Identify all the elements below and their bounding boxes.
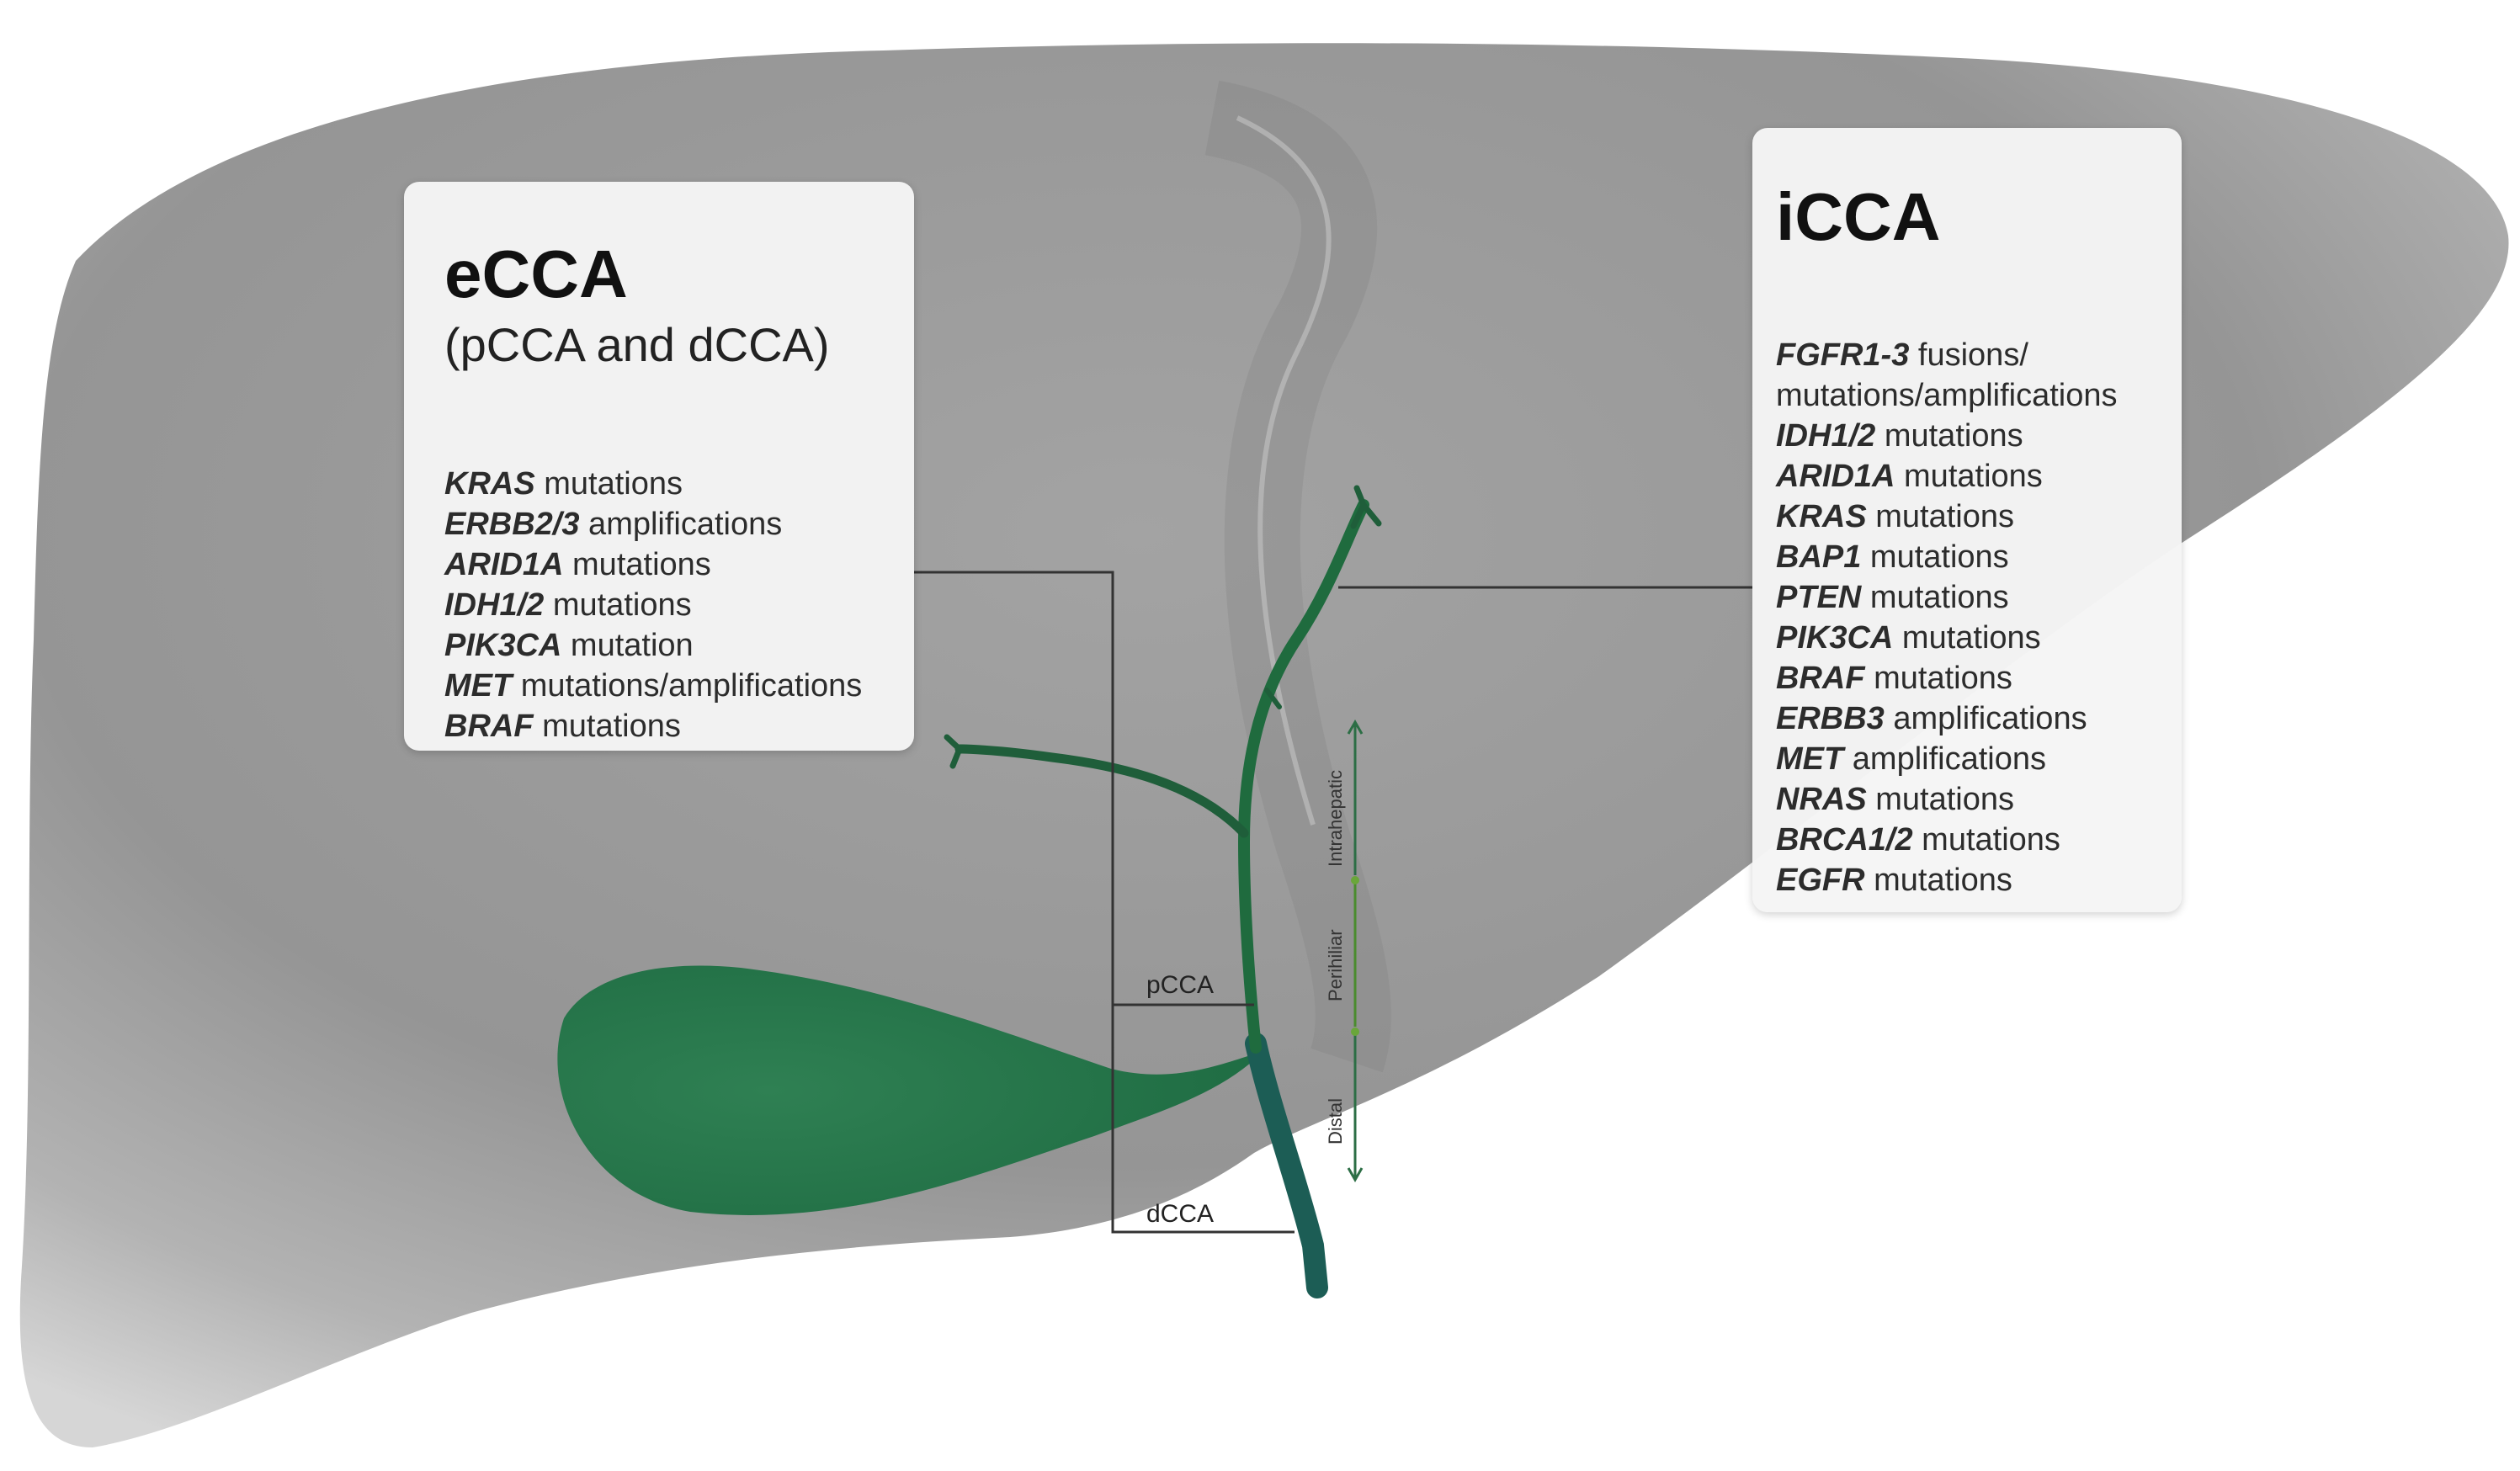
ecca-alteration-item: ARID1A mutations: [444, 544, 897, 585]
distal-label: Distal: [1325, 1098, 1346, 1144]
lobe-fissure-line: [1236, 115, 1332, 826]
alteration-type: mutations: [563, 547, 711, 583]
icca-alteration-item: BRAF mutations: [1776, 658, 2173, 698]
alteration-type: mutations: [1912, 822, 2060, 858]
pcca-label: pCCA: [1146, 971, 1214, 999]
region-divider-2: [1351, 1028, 1359, 1036]
ecca-alteration-item: IDH1/2 mutations: [444, 585, 897, 625]
hepatic-duct-left-branch: [954, 744, 1249, 838]
gene-name: EGFR: [1776, 863, 1865, 898]
icca-alteration-item: ARID1A mutations: [1776, 456, 2173, 497]
ecca-alteration-item: MET mutations/amplifications: [444, 666, 897, 706]
alteration-type: mutations: [534, 466, 683, 502]
icca-alteration-item: IDH1/2 mutations: [1776, 416, 2173, 456]
gene-name: ERBB3: [1776, 701, 1885, 736]
alteration-type: fusions/: [1909, 337, 2028, 373]
dcca-label: dCCA: [1146, 1200, 1214, 1228]
icca-alteration-item: PTEN mutations: [1776, 577, 2173, 618]
right-branch-tip: [1350, 485, 1382, 529]
icca-alteration-item: EGFR mutations: [1776, 860, 2173, 900]
gallbladder: [557, 965, 1263, 1215]
alteration-type: mutations: [1861, 580, 2009, 615]
gene-name: IDH1/2: [444, 587, 545, 624]
alteration-type: mutations: [1895, 459, 2043, 494]
alteration-type: mutations: [1866, 782, 2014, 817]
icca-alteration-item: BAP1 mutations: [1776, 537, 2173, 577]
icca-alteration-item: PIK3CA mutations: [1776, 618, 2173, 658]
ecca-leader-line: [914, 571, 1254, 1006]
region-divider-1: [1351, 876, 1359, 884]
hepatic-duct-main: [1237, 499, 1369, 1054]
common-bile-duct: [1245, 1033, 1328, 1298]
alteration-type: mutations: [544, 587, 692, 624]
alteration-type: amplifications: [1884, 701, 2087, 736]
gene-name: IDH1/2: [1776, 418, 1876, 454]
gene-name: KRAS: [1776, 499, 1867, 534]
left-branch-tip: [944, 734, 963, 769]
gene-name: BRAF: [444, 709, 534, 745]
alteration-type: mutation: [561, 628, 694, 664]
ecca-title: eCCA: [444, 236, 628, 311]
alteration-type: mutations: [1864, 863, 2012, 898]
icca-alteration-list: FGFR1-3 fusions/mutations/amplifications…: [1776, 335, 2173, 900]
region-arrow-bottom: [1347, 1167, 1364, 1183]
icca-info-panel: iCCA FGFR1-3 fusions/mutations/amplifica…: [1752, 128, 2182, 912]
gene-name: KRAS: [444, 466, 535, 502]
region-arrow-top: [1347, 719, 1364, 735]
gene-name: NRAS: [1776, 782, 1867, 817]
alteration-type: amplifications: [1843, 741, 2046, 777]
alteration-type: mutations: [1866, 499, 2014, 534]
gene-name: BAP1: [1776, 539, 1862, 575]
alteration-type: mutations: [1875, 418, 2023, 454]
gene-name: ARID1A: [444, 547, 564, 583]
icca-alteration-item: BRCA1/2 mutations: [1776, 820, 2173, 860]
icca-alteration-item: KRAS mutations: [1776, 497, 2173, 537]
icca-alteration-item: mutations/amplifications: [1776, 375, 2173, 416]
alteration-type: mutations: [1893, 620, 2041, 656]
gene-name: ERBB2/3: [444, 507, 580, 543]
alteration-type: mutations: [533, 709, 681, 745]
icca-alteration-item: NRAS mutations: [1776, 779, 2173, 820]
ecca-alteration-item: KRAS mutations: [444, 464, 897, 504]
ecca-alteration-item: ERBB2/3 amplifications: [444, 504, 897, 544]
alteration-type: amplifications: [579, 507, 783, 543]
dcca-leader-line: [1111, 1005, 1295, 1234]
gene-name: MET: [1776, 741, 1844, 777]
alteration-type: mutations/amplifications: [1776, 378, 2118, 413]
ecca-subtitle: (pCCA and dCCA): [444, 318, 830, 371]
alteration-type: mutations: [1861, 539, 2009, 575]
gene-name: PIK3CA: [444, 628, 562, 664]
gene-name: BRCA1/2: [1776, 822, 1913, 858]
gene-name: FGFR1-3: [1776, 337, 1910, 373]
gene-name: BRAF: [1776, 661, 1865, 696]
icca-title: iCCA: [1776, 179, 1941, 254]
gene-name: ARID1A: [1776, 459, 1895, 494]
duct-side-twig: [1264, 688, 1282, 709]
perihilar-label: Perihiliar: [1325, 929, 1346, 1001]
icca-alteration-item: FGFR1-3 fusions/: [1776, 335, 2173, 375]
intrahepatic-label: Intrahepatic: [1325, 770, 1346, 867]
icca-alteration-item: MET amplifications: [1776, 739, 2173, 779]
gene-name: PTEN: [1776, 580, 1862, 615]
alteration-type: mutations: [1864, 661, 2012, 696]
ecca-alteration-item: BRAF mutations: [444, 706, 897, 746]
gene-name: PIK3CA: [1776, 620, 1894, 656]
gene-name: MET: [444, 668, 513, 704]
icca-alteration-item: ERBB3 amplifications: [1776, 698, 2173, 739]
ecca-alteration-item: PIK3CA mutation: [444, 625, 897, 666]
alteration-type: mutations/amplifications: [512, 668, 863, 704]
lobe-fissure: [1204, 80, 1391, 1073]
